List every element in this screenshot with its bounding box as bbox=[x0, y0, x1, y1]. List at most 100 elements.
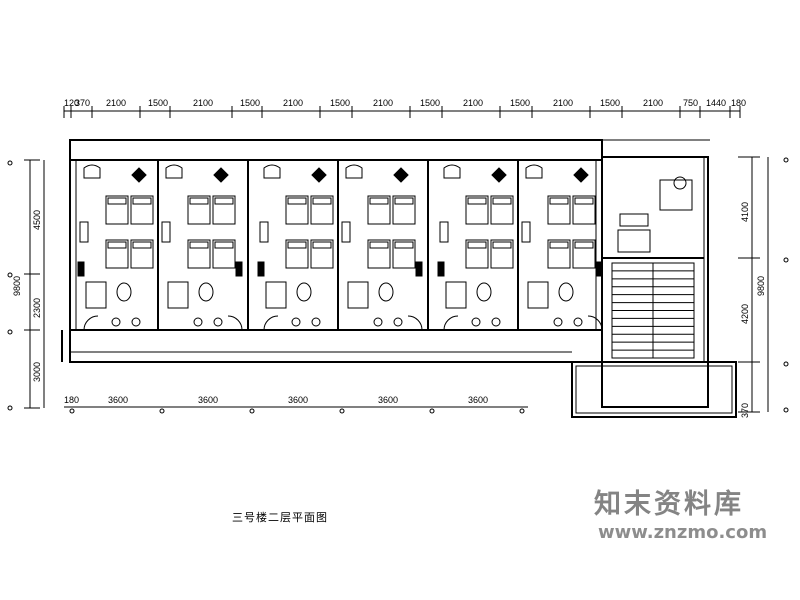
pillow bbox=[214, 241, 234, 249]
basin bbox=[111, 317, 121, 327]
pillow bbox=[492, 197, 512, 205]
dim-top-6: 2100 bbox=[283, 98, 303, 108]
bed bbox=[105, 195, 129, 225]
dim-top-7: 1500 bbox=[330, 98, 350, 108]
bed bbox=[392, 195, 416, 225]
door-swing bbox=[443, 315, 459, 331]
pillow bbox=[394, 241, 414, 249]
bed bbox=[490, 239, 514, 269]
bed bbox=[310, 195, 334, 225]
bed bbox=[105, 239, 129, 269]
dim-right-0: 4100 bbox=[740, 202, 750, 222]
room-unit bbox=[77, 164, 243, 331]
toilet bbox=[296, 282, 312, 302]
wardrobe bbox=[439, 221, 449, 243]
pillow bbox=[574, 241, 594, 249]
toilet bbox=[198, 282, 214, 302]
drawing-caption: 三号楼二层平面图 bbox=[232, 512, 328, 524]
armchair bbox=[443, 164, 461, 179]
dim-top-16: 1440 bbox=[706, 98, 726, 108]
column bbox=[415, 261, 423, 277]
pillow bbox=[189, 241, 209, 249]
dim-top-1: 370 bbox=[75, 98, 90, 108]
dim-top-17: 180 bbox=[731, 98, 746, 108]
bed bbox=[465, 239, 489, 269]
bottom-dimension-labels: 180 3600 3600 3600 3600 3600 bbox=[64, 395, 488, 405]
bed bbox=[187, 239, 211, 269]
dim-left-3: 3000 bbox=[32, 362, 42, 382]
room-unit bbox=[257, 164, 423, 331]
reception-desk bbox=[659, 179, 693, 211]
dim-bottom-5: 3600 bbox=[468, 395, 488, 405]
unit-walls bbox=[157, 160, 519, 330]
toilet bbox=[378, 282, 394, 302]
pillow bbox=[312, 197, 332, 205]
pillow bbox=[549, 241, 569, 249]
dim-bottom-2: 3600 bbox=[198, 395, 218, 405]
nightstand bbox=[491, 167, 507, 183]
basin bbox=[573, 317, 583, 327]
basin bbox=[213, 317, 223, 327]
basin bbox=[393, 317, 403, 327]
dim-top-4: 2100 bbox=[193, 98, 213, 108]
dim-left-1: 9800 bbox=[12, 276, 22, 296]
top-dimension-labels: 120 370 2100 1500 2100 1500 2100 1500 21… bbox=[64, 98, 746, 108]
watermark-url: www.znzmo.com bbox=[598, 522, 768, 543]
dim-right-2: 4200 bbox=[740, 304, 750, 324]
dim-top-2: 2100 bbox=[106, 98, 126, 108]
dim-top-14: 2100 bbox=[643, 98, 663, 108]
column bbox=[437, 261, 445, 277]
dim-top-10: 2100 bbox=[463, 98, 483, 108]
pillow bbox=[107, 241, 127, 249]
nightstand bbox=[311, 167, 327, 183]
dim-bottom-1: 3600 bbox=[108, 395, 128, 405]
pillow bbox=[132, 197, 152, 205]
bed bbox=[212, 195, 236, 225]
armchair bbox=[83, 164, 101, 179]
pillow bbox=[287, 241, 307, 249]
bed bbox=[490, 195, 514, 225]
wardrobe bbox=[79, 221, 89, 243]
basin bbox=[471, 317, 481, 327]
armchair bbox=[263, 164, 281, 179]
door-swing bbox=[263, 315, 279, 331]
top-dimension-ticks bbox=[63, 106, 741, 118]
column bbox=[77, 261, 85, 277]
basin bbox=[291, 317, 301, 327]
pillow bbox=[549, 197, 569, 205]
door-swing bbox=[407, 315, 423, 331]
toilet bbox=[476, 282, 492, 302]
pillow bbox=[574, 197, 594, 205]
bed bbox=[572, 239, 596, 269]
dim-top-9: 1500 bbox=[420, 98, 440, 108]
pillow bbox=[369, 241, 389, 249]
basin bbox=[311, 317, 321, 327]
left-dimension-labels: 4500 9800 2300 3000 bbox=[12, 210, 42, 382]
nightstand bbox=[573, 167, 589, 183]
dim-bottom-3: 3600 bbox=[288, 395, 308, 405]
bathtub bbox=[527, 281, 549, 309]
pillow bbox=[107, 197, 127, 205]
dim-left-2: 2300 bbox=[32, 298, 42, 318]
pillow bbox=[369, 197, 389, 205]
nightstand bbox=[213, 167, 229, 183]
bathtub bbox=[167, 281, 189, 309]
bathtub bbox=[85, 281, 107, 309]
door-swing bbox=[227, 315, 243, 331]
basin bbox=[131, 317, 141, 327]
sofa bbox=[617, 229, 651, 253]
chair-icon bbox=[673, 176, 687, 190]
bathtub bbox=[445, 281, 467, 309]
cabinet bbox=[619, 213, 649, 227]
dim-top-15: 750 bbox=[683, 98, 698, 108]
room-unit bbox=[437, 164, 603, 331]
room-units bbox=[77, 164, 603, 331]
armchair bbox=[345, 164, 363, 179]
pillow bbox=[132, 241, 152, 249]
dim-bottom-0: 180 bbox=[64, 395, 79, 405]
stair-tower bbox=[571, 156, 737, 418]
bed bbox=[547, 195, 571, 225]
pillow bbox=[189, 197, 209, 205]
nightstand bbox=[393, 167, 409, 183]
